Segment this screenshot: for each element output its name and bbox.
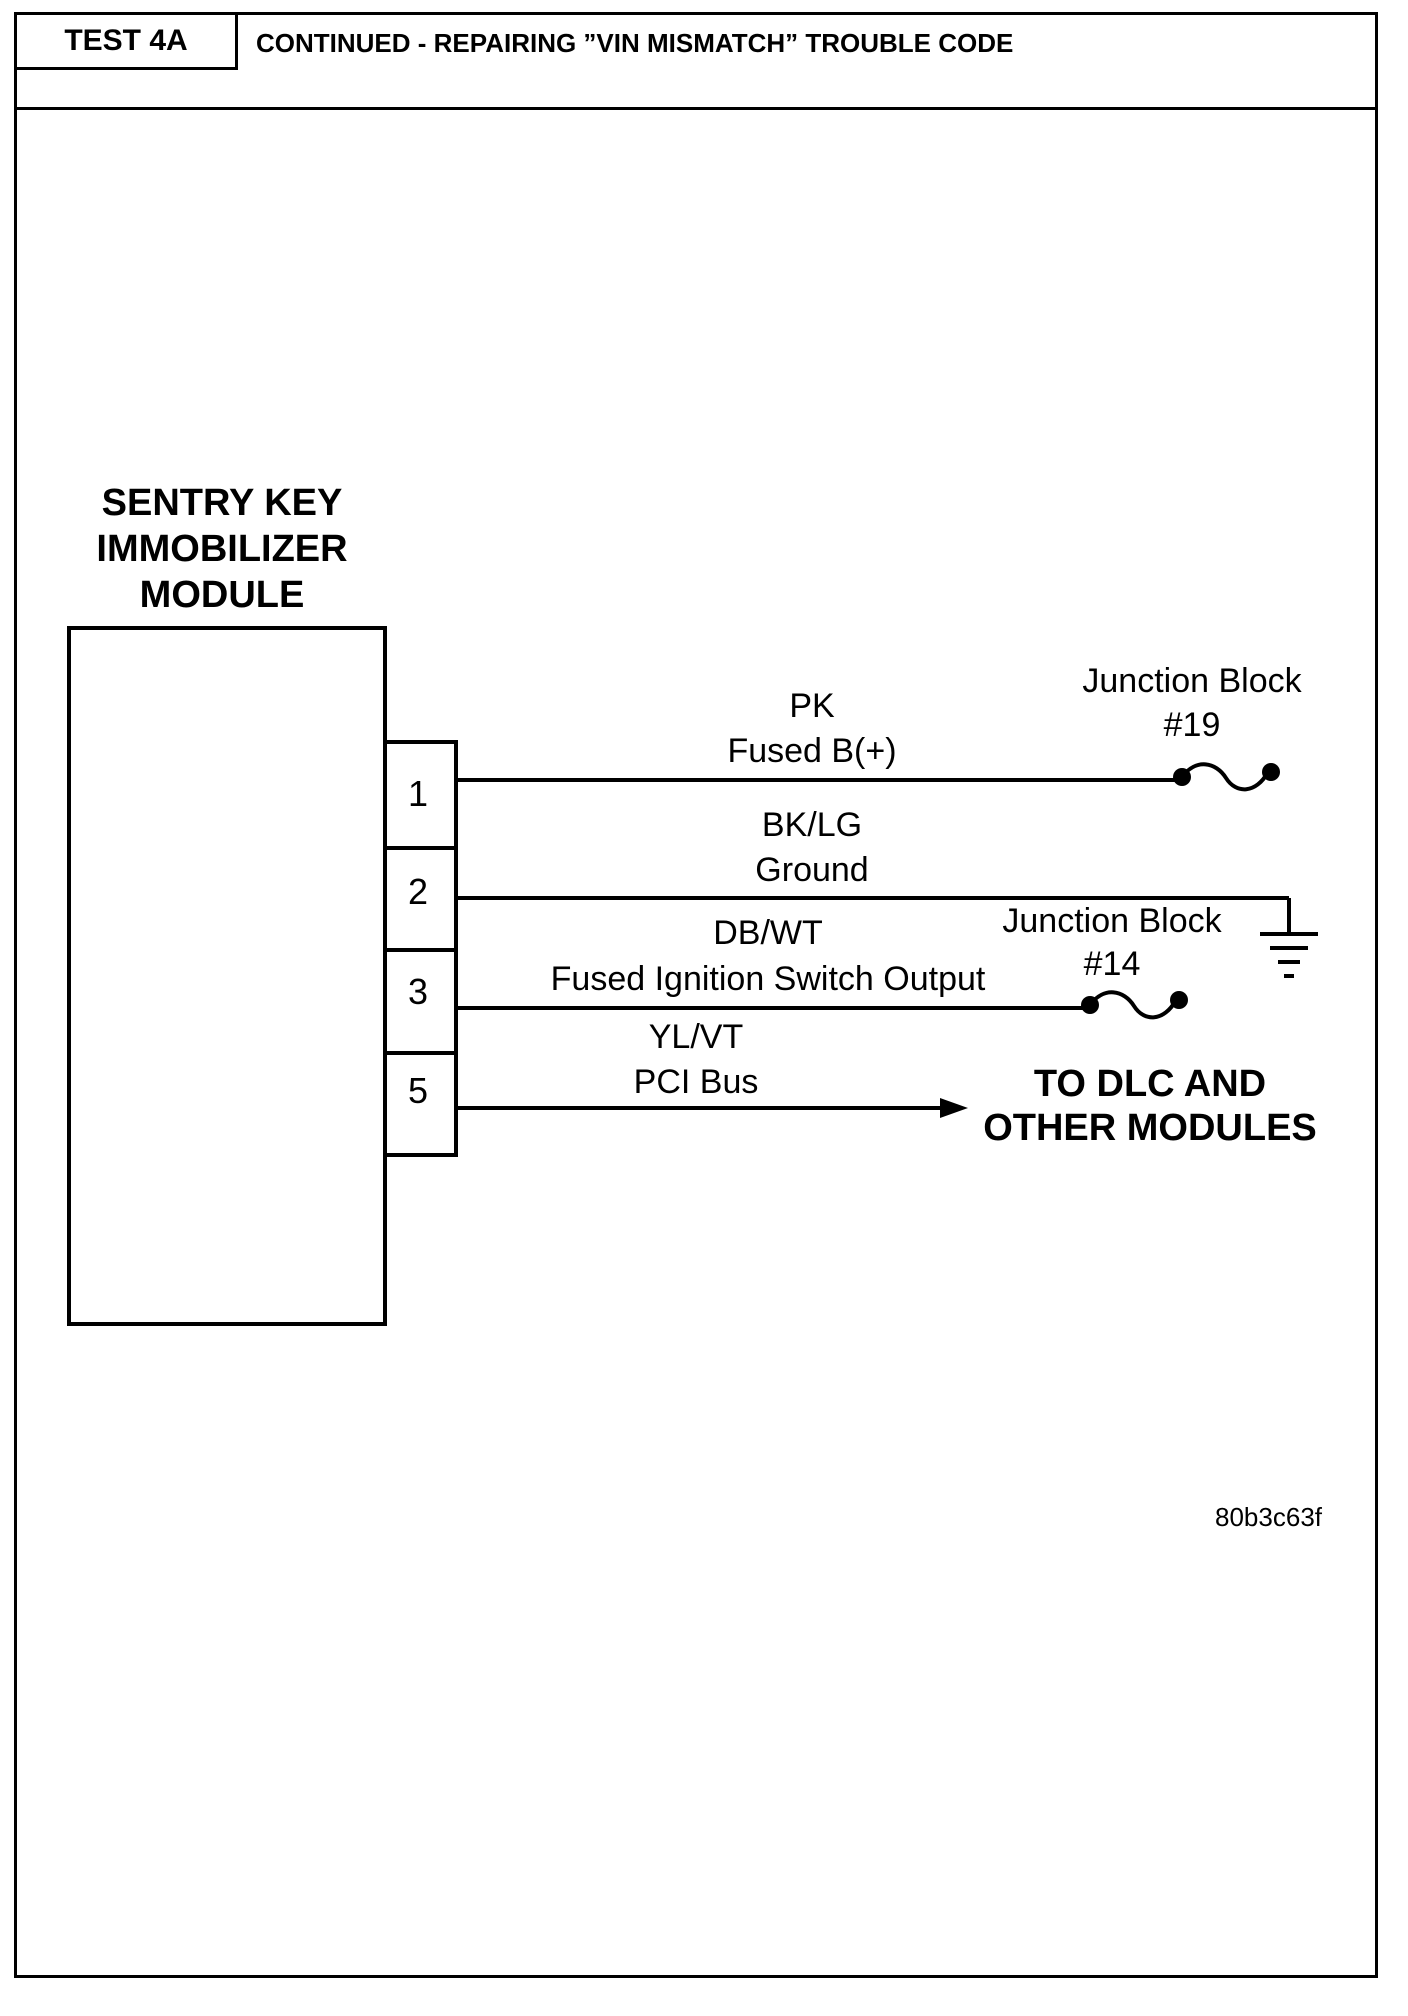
wire-1-circuit: Fused B(+) bbox=[727, 732, 896, 770]
figure-id: 80b3c63f bbox=[1215, 1502, 1323, 1532]
wire-1-color: PK bbox=[789, 687, 835, 725]
wire-5-color: YL/VT bbox=[649, 1018, 743, 1056]
module-title-line-1: SENTRY KEY bbox=[102, 482, 343, 524]
fuse-icon bbox=[1173, 762, 1280, 792]
wire-3-color: DB/WT bbox=[713, 914, 823, 952]
module-title-line-3: MODULE bbox=[140, 574, 305, 616]
test-label: TEST 4A bbox=[14, 12, 238, 70]
junction-block-19-label: Junction Block bbox=[1082, 662, 1302, 700]
fuse-icon bbox=[1081, 990, 1188, 1020]
wire-pin-3: DB/WT Fused Ignition Switch Output Junct… bbox=[456, 902, 1223, 1020]
module-box bbox=[67, 626, 387, 1326]
arrow-right-icon bbox=[940, 1098, 968, 1118]
module-title: SENTRY KEY IMMOBILIZER MODULE bbox=[96, 482, 347, 616]
junction-block-19-number: #19 bbox=[1164, 706, 1221, 744]
junction-block-14-number: #14 bbox=[1084, 945, 1141, 983]
pin-5-number: 5 bbox=[408, 1070, 428, 1111]
wire-2-circuit: Ground bbox=[755, 851, 868, 889]
wire-3-circuit: Fused Ignition Switch Output bbox=[551, 960, 986, 998]
wire-pin-2: BK/LG Ground bbox=[456, 806, 1318, 978]
junction-block-14-label: Junction Block bbox=[1002, 902, 1222, 940]
connector: 1 2 3 5 bbox=[383, 740, 458, 1157]
wire-pin-1: PK Fused B(+) Junction Block #19 bbox=[456, 662, 1303, 792]
pin-1-number: 1 bbox=[408, 773, 428, 814]
page-title: CONTINUED - REPAIRING ”VIN MISMATCH” TRO… bbox=[256, 28, 1014, 58]
ground-icon bbox=[1260, 932, 1318, 978]
wire-5-circuit: PCI Bus bbox=[634, 1063, 759, 1101]
pin-3-number: 3 bbox=[408, 971, 428, 1012]
pin-2-number: 2 bbox=[408, 871, 428, 912]
module-title-line-2: IMMOBILIZER bbox=[96, 528, 347, 570]
destination-line-2: OTHER MODULES bbox=[983, 1107, 1317, 1149]
wire-2-color: BK/LG bbox=[762, 806, 862, 844]
destination-line-1: TO DLC AND bbox=[1034, 1063, 1266, 1105]
wire-pin-5: YL/VT PCI Bus TO DLC AND OTHER MODULES bbox=[456, 1018, 1317, 1149]
